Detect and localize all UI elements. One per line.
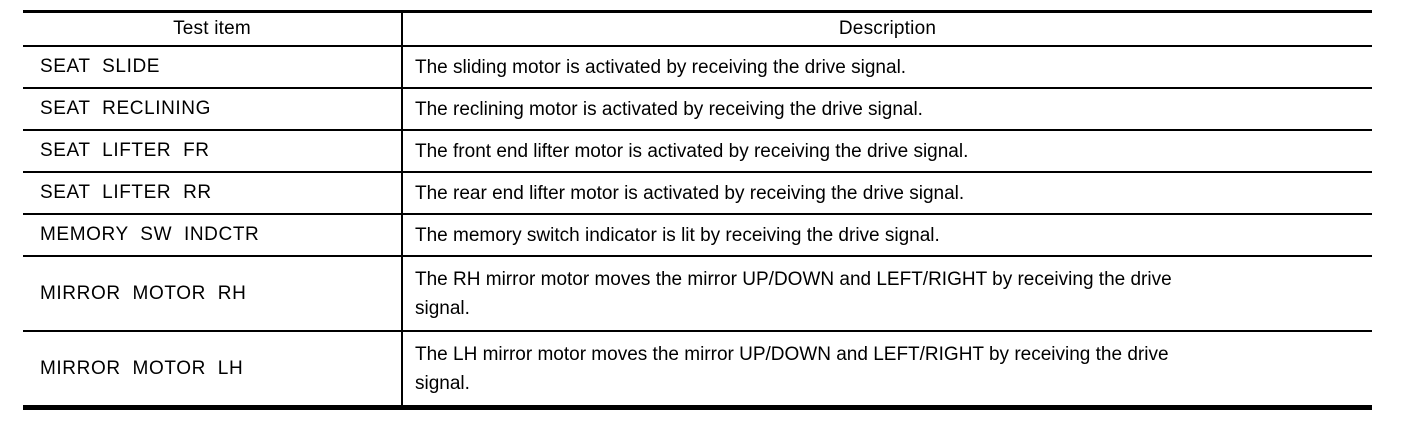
table-row: MIRROR MOTOR LH The LH mirror motor move… [23,330,1372,409]
table-row: MEMORY SW INDCTR The memory switch indic… [23,213,1372,257]
description-cell: The LH mirror motor moves the mirror UP/… [402,330,1372,409]
table-row: SEAT LIFTER FR The front end lifter moto… [23,129,1372,173]
table-row: SEAT SLIDE The sliding motor is activate… [23,45,1372,89]
description-cell: The front end lifter motor is activated … [402,129,1372,173]
table-row: MIRROR MOTOR RH The RH mirror motor move… [23,255,1372,332]
test-item-cell: SEAT SLIDE [23,45,403,89]
test-item-cell: MIRROR MOTOR LH [23,330,403,409]
table-row: SEAT LIFTER RR The rear end lifter motor… [23,171,1372,215]
description-cell: The memory switch indicator is lit by re… [402,213,1372,257]
column-header-description: Description [402,10,1372,47]
test-item-cell: SEAT LIFTER RR [23,171,403,215]
description-cell: The reclining motor is activated by rece… [402,87,1372,131]
description-cell: The RH mirror motor moves the mirror UP/… [402,255,1372,332]
test-item-cell: MIRROR MOTOR RH [23,255,403,332]
test-item-table: Test item Description SEAT SLIDE The sli… [23,10,1372,410]
column-header-test-item: Test item [23,10,403,47]
test-item-cell: MEMORY SW INDCTR [23,213,403,257]
table-row: SEAT RECLINING The reclining motor is ac… [23,87,1372,131]
description-cell: The rear end lifter motor is activated b… [402,171,1372,215]
test-item-cell: SEAT LIFTER FR [23,129,403,173]
test-item-cell: SEAT RECLINING [23,87,403,131]
table-header-row: Test item Description [23,10,1372,47]
description-cell: The sliding motor is activated by receiv… [402,45,1372,89]
